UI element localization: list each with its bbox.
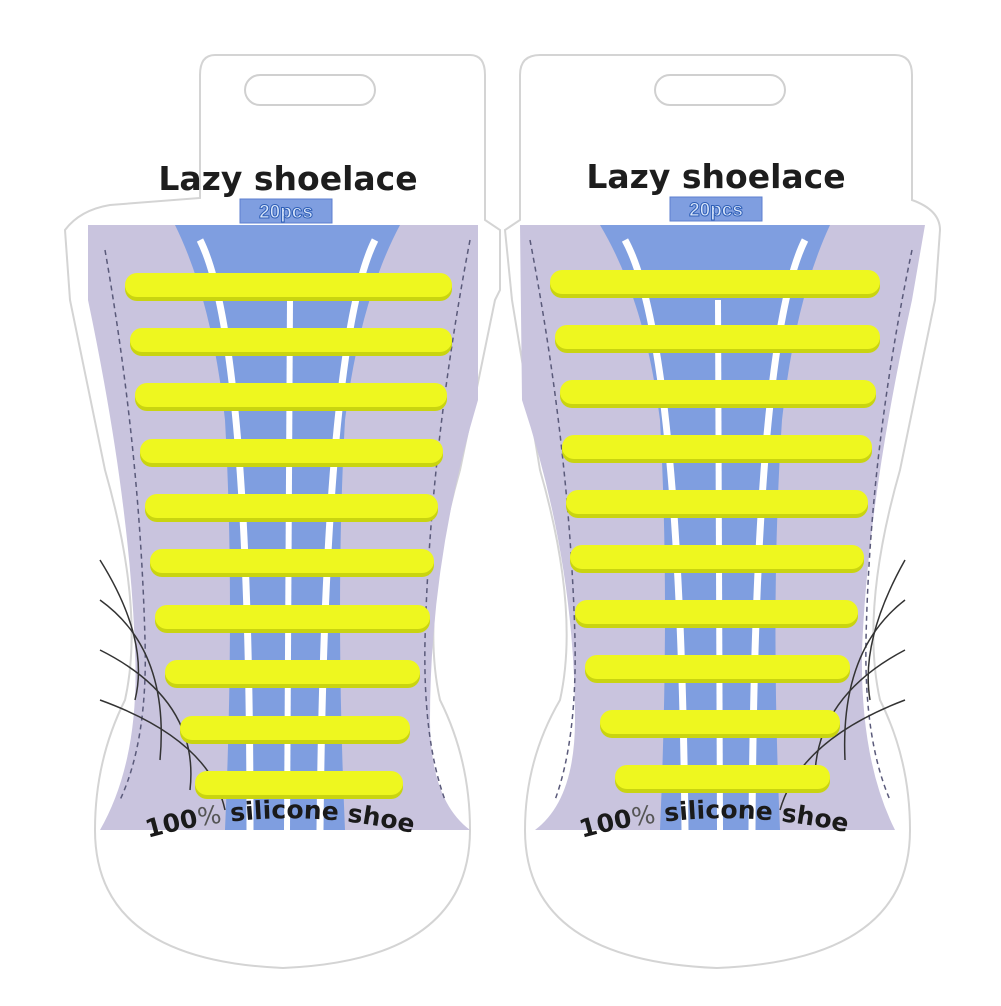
silicone-lace-7 [155, 605, 430, 629]
silicone-lace-5 [145, 494, 438, 518]
hang-hole [654, 74, 786, 106]
silicone-lace-7 [575, 600, 858, 624]
sole-curve [779, 699, 906, 811]
silicone-lace-2 [555, 325, 880, 349]
silicone-lace-8 [165, 660, 420, 684]
card-title: Lazy shoelace [158, 159, 417, 198]
silicone-lace-10 [195, 771, 403, 795]
badge-text: 20pcs [259, 202, 313, 223]
stitching [104, 249, 147, 801]
badge [239, 198, 333, 224]
laces-left [125, 273, 452, 799]
silicone-lace-9 [180, 716, 410, 740]
silicone-lace-10 [615, 765, 830, 789]
silicone-lace-1 [550, 270, 880, 294]
silicone-lace-8 [585, 655, 850, 679]
sole-curve [99, 599, 162, 761]
sole-curve [867, 559, 906, 701]
silicone-lace-5 [566, 490, 868, 514]
laces-right [550, 270, 880, 793]
silicone-lace-3 [135, 383, 447, 407]
silicone-lace-6 [150, 549, 434, 573]
silicone-lace-4 [562, 435, 872, 459]
silicone-lace-1 [125, 273, 452, 297]
silicone-lace-9 [600, 710, 840, 734]
sole-curve [99, 649, 192, 791]
card-title: Lazy shoelace [586, 157, 845, 196]
stitching [424, 239, 471, 801]
badge-text: 20pcs [689, 200, 743, 221]
silicone-lace-2 [130, 328, 452, 352]
card-left: Lazy shoelace 20pcs 100% silicone shoe l… [0, 0, 501, 970]
silicone-lace-3 [560, 380, 876, 404]
percent-sign: % [195, 800, 223, 832]
hang-hole [244, 74, 376, 106]
silicone-lace-6 [570, 545, 864, 569]
sole-curve [843, 599, 906, 761]
percent-sign: % [629, 800, 657, 832]
silicone-lace-4 [140, 439, 443, 463]
stitching [865, 249, 913, 801]
badge [669, 196, 763, 222]
stitching [529, 239, 576, 801]
